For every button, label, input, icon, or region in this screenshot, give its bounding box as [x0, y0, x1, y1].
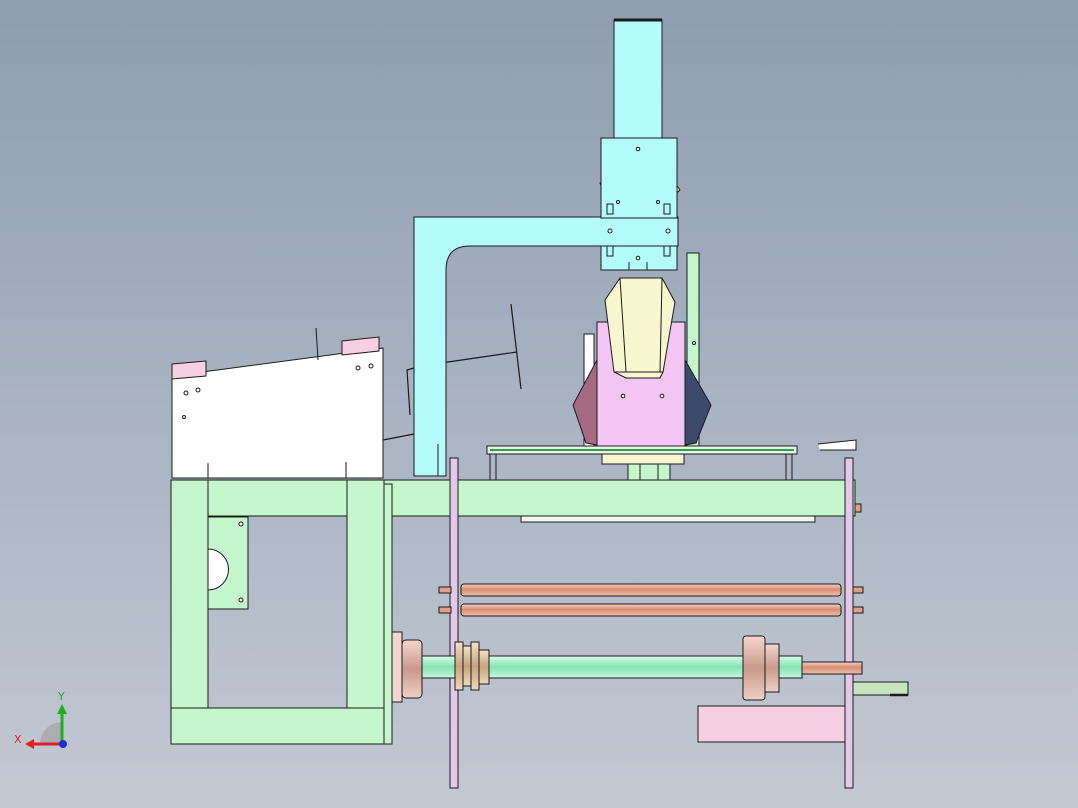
triad-y-label: Y: [57, 690, 65, 703]
lower-block: [697, 681, 909, 743]
triad-x-label: X: [14, 733, 22, 746]
base-frame: [170, 479, 862, 745]
platform-tray: [486, 439, 857, 480]
feeder-housing: [171, 327, 384, 479]
guide-rods: [438, 583, 864, 617]
cyan-l-arm: [413, 216, 679, 477]
carriage-assembly: [572, 277, 712, 481]
drive-shaft: [391, 631, 863, 703]
vertical-column: [599, 18, 681, 271]
coordinate-triad-icon: Y X: [14, 690, 67, 749]
side-plates: [449, 457, 854, 789]
